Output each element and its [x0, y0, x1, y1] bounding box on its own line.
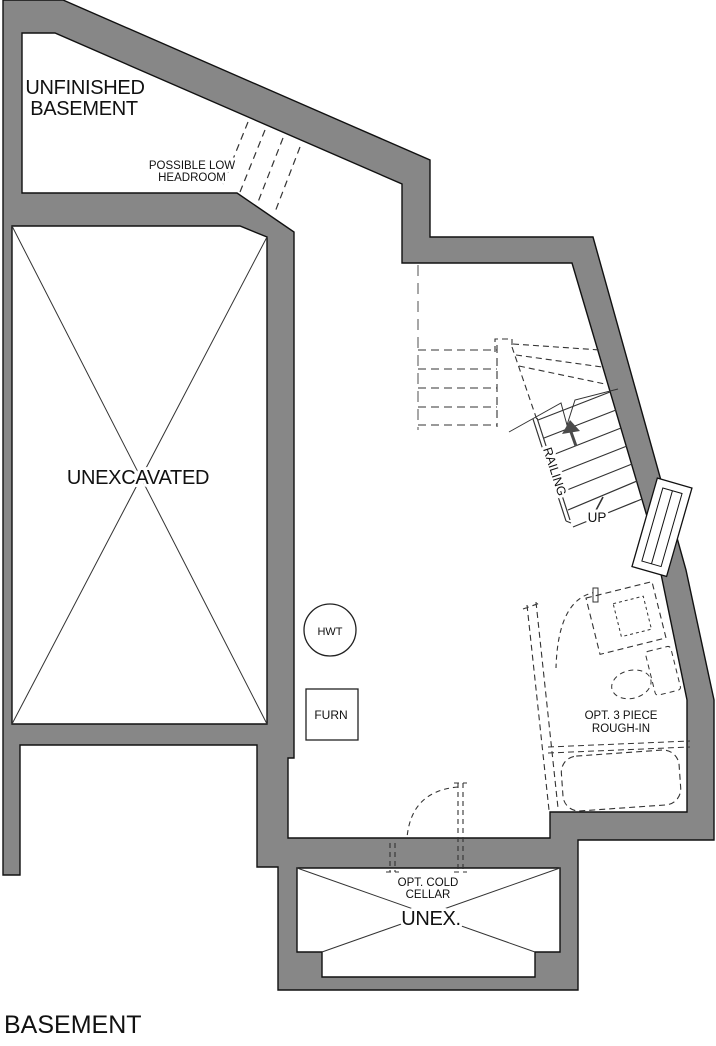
low-headroom-label-line1: POSSIBLE LOW [149, 160, 235, 172]
stair-break-line [508, 388, 619, 433]
plan-title: BASEMENT [4, 1011, 142, 1039]
hot-water-tank [303, 603, 357, 657]
bathroom-partition-dashes [522, 601, 559, 811]
basement-window [631, 477, 693, 578]
cold-cellar-unex-label: UNEX. [401, 908, 461, 930]
up-arrow-head [562, 420, 580, 434]
unfinished-basement-label-line1: UNFINISHED [25, 77, 144, 99]
furnace-box [305, 688, 359, 741]
shower-rough-in [585, 580, 667, 656]
railing-label: RAILING [540, 446, 569, 498]
hwt-label: HWT [317, 626, 342, 638]
cold-cellar-label-line1: OPT. COLD [398, 877, 459, 889]
low-headroom-label-line2: HEADROOM [158, 172, 226, 184]
shower-base [612, 595, 653, 638]
bathtub-rough-in [560, 749, 682, 812]
window-mullion [651, 490, 673, 564]
cold-cellar-label-line2: CELLAR [406, 889, 451, 901]
unexcavated-x-lines [11, 225, 268, 725]
cold-cellar-x-lines [296, 867, 561, 953]
toilet-bowl [611, 669, 652, 700]
stair-overhead-notch [494, 338, 513, 352]
unexcavated-label: UNEXCAVATED [67, 467, 209, 489]
bathtub-outline [560, 749, 682, 812]
bathroom-label-line2: ROUGH-IN [592, 723, 650, 735]
furnace-label: FURN [314, 708, 347, 722]
stair-bottom-slash [593, 496, 604, 515]
up-arrow-stem [569, 431, 578, 447]
bathroom-label-line1: OPT. 3 PIECE [585, 710, 658, 722]
stair-treads [537, 391, 643, 528]
tub-alcove-dashes [547, 740, 691, 754]
stair-railing-lines [532, 417, 572, 524]
toilet-rough-in [611, 645, 681, 700]
cold-cellar-door-swing [406, 786, 459, 839]
stair-overhead-treads [418, 345, 498, 427]
shower-outline [585, 580, 667, 656]
stair-overhead-winders [511, 343, 606, 421]
up-label: UP [588, 510, 607, 525]
wall-structure [2, 0, 715, 991]
toilet-tank [645, 645, 681, 696]
unfinished-basement-label-line2: BASEMENT [30, 98, 138, 120]
bathroom-door-swing [555, 591, 598, 669]
